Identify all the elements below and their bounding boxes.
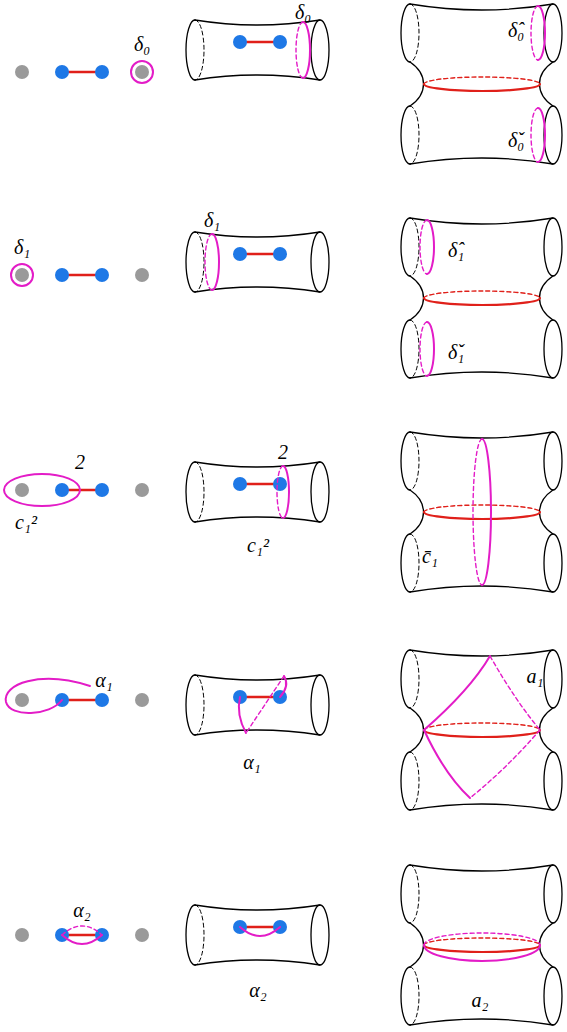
curve-label: δ₁ <box>14 237 30 257</box>
curve-label: 2 <box>278 442 288 462</box>
curve-label: a₁ <box>527 666 544 686</box>
curve-label: a₂ <box>472 990 489 1010</box>
curve-label: δ₀ <box>134 34 150 54</box>
curve-label: c₁² <box>247 535 269 555</box>
curve-label: c̄₁ <box>422 546 438 566</box>
curve-label: α₂ <box>73 900 90 920</box>
curve-label: δ̂₁ <box>448 240 464 260</box>
curve-label: α₁ <box>95 670 112 690</box>
curve-label: δ̌₁ <box>448 342 464 362</box>
curve-label: δ̌₀ <box>508 130 524 150</box>
curve-label: δ₀ <box>295 2 311 22</box>
curve-label: 2 <box>75 452 85 472</box>
curve-label: δ₁ <box>204 210 220 230</box>
curve-label: α₂ <box>249 980 266 1000</box>
curve-label: δ̂₀ <box>508 20 524 40</box>
curve-label: α₁ <box>243 752 260 772</box>
curve-label: c₁² <box>15 512 37 532</box>
